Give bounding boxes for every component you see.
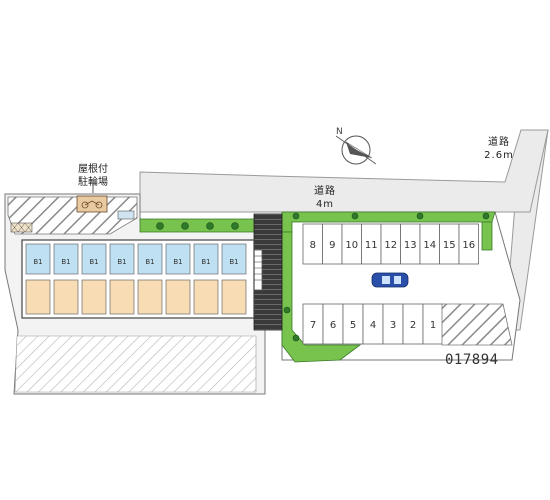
parking-stall-number: 7 xyxy=(310,320,316,331)
room-upper xyxy=(53,243,79,275)
room-upper xyxy=(165,243,191,275)
parking-stall-number: 10 xyxy=(345,240,358,251)
room-lower xyxy=(53,279,79,315)
room-label: B1 xyxy=(229,258,238,266)
room-label: B1 xyxy=(201,258,210,266)
bicycle-icon xyxy=(81,200,103,209)
room-upper xyxy=(221,243,247,275)
room-upper xyxy=(193,243,219,275)
car-icon xyxy=(371,272,409,288)
svg-text:N: N xyxy=(336,127,343,137)
room-lower xyxy=(81,279,107,315)
room-units: B1 B1 B1 B1 B1 B1 B1 B1 xyxy=(25,243,247,315)
main-road-width: 4m xyxy=(315,199,335,210)
mailbox xyxy=(117,210,135,220)
room-lower xyxy=(137,279,163,315)
room-lower xyxy=(221,279,247,315)
main-road xyxy=(139,129,549,213)
parking-stall-number: 15 xyxy=(443,240,456,251)
room-upper xyxy=(81,243,107,275)
parking-stall-number: 11 xyxy=(365,240,378,251)
main-road-name: 道路 xyxy=(314,186,336,197)
parking-stall-number: 8 xyxy=(310,240,316,251)
no-parking-zone xyxy=(441,303,513,346)
parking-stall-number: 4 xyxy=(370,320,376,331)
room-upper xyxy=(137,243,163,275)
room-label: B1 xyxy=(33,258,42,266)
room-label: B1 xyxy=(117,258,126,266)
hatched-area-bottom-left xyxy=(14,335,257,393)
room-label: B1 xyxy=(145,258,154,266)
room-lower xyxy=(109,279,135,315)
room-label: B1 xyxy=(173,258,182,266)
side-road-name: 道路 xyxy=(488,137,510,148)
parking-stall xyxy=(458,223,479,265)
parking-stall-number: 13 xyxy=(404,240,417,251)
room-upper xyxy=(109,243,135,275)
parking-stall-number: 12 xyxy=(384,240,397,251)
bike-parking-label-line1: 屋根付 xyxy=(78,164,108,175)
parking-stall-number: 1 xyxy=(430,320,436,331)
room-lower xyxy=(25,279,51,315)
property-id: 017894 xyxy=(445,352,499,368)
parking-stall-number: 16 xyxy=(462,240,475,251)
compass-icon: N xyxy=(335,127,377,165)
parking-stall-number: 14 xyxy=(423,240,436,251)
room-label: B1 xyxy=(89,258,98,266)
parking-stall-number: 2 xyxy=(410,320,416,331)
parking-stall-number: 3 xyxy=(390,320,396,331)
parking-stall-number: 6 xyxy=(330,320,336,331)
bike-parking xyxy=(76,195,108,213)
parking-stall-number: 9 xyxy=(329,240,335,251)
greenery-parking-right xyxy=(481,221,493,251)
room-upper xyxy=(25,243,51,275)
room-label: B1 xyxy=(61,258,70,266)
room-lower xyxy=(193,279,219,315)
side-road-width: 2.6m xyxy=(484,150,514,161)
greenery-parking-left xyxy=(281,231,362,363)
room-lower xyxy=(165,279,191,315)
bike-parking-label-line2: 駐輪場 xyxy=(78,177,108,188)
parking-stall-number: 5 xyxy=(350,320,356,331)
parking-stalls: 8 9 10 11 12 13 14 15 16 7 6 5 4 3 2 1 xyxy=(302,223,479,345)
